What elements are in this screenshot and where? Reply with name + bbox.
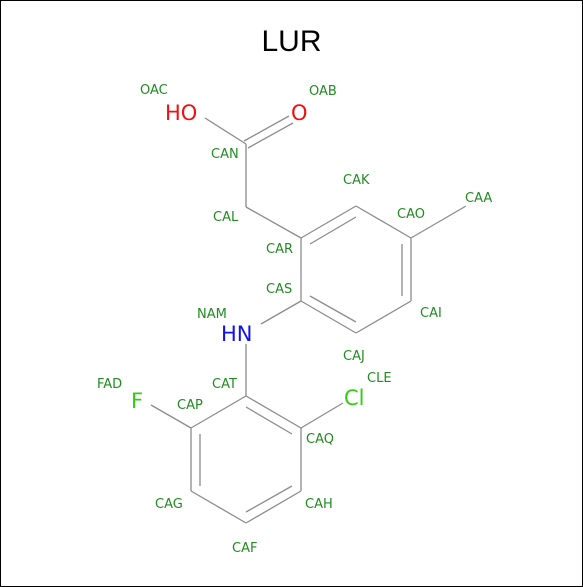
bond-inner-car-cak [309,216,357,245]
diagram-title: LUR [261,25,322,58]
atom-names: OAC OAB CAN CAL CAK CAO CAA CAR CAS CAI … [97,83,492,556]
amine-label: HN [221,322,253,346]
fluorine-label: F [131,389,143,413]
atom-name-cle: CLE [367,371,392,386]
carbonyl-oxygen-label: O [291,101,308,125]
bond-cap-cat [190,395,247,429]
bond-caj-cas [300,300,357,334]
bond-cat-caq [245,395,302,429]
atom-name-caf: CAF [232,541,257,556]
bond-cak-cao [355,205,412,239]
atom-name-fad: FAD [97,377,122,392]
bond-c-o-double-2 [247,122,294,149]
bond-cai-caj [355,300,412,334]
atom-name-nam: NAM [197,307,227,322]
atom-name-cah: CAH [305,497,333,512]
bond-c-o-double-1 [243,115,290,142]
atom-name-caj: CAJ [343,349,365,364]
atom-name-caa: CAA [465,191,492,206]
bond-cah-caf [245,490,302,524]
bond-car-cak [300,205,357,239]
atom-name-can: CAN [211,147,239,162]
bond-oh-c [204,117,247,145]
atom-name-cai: CAI [420,306,442,321]
bond-caq-cl [300,402,344,429]
atom-name-caq: CAQ [306,432,334,447]
atom-labels: HO O HN F Cl [131,101,365,413]
atom-name-oac: OAC [140,83,168,98]
bond-cao-caa [410,205,467,239]
bond-inner-cat-caq [245,406,293,435]
atom-name-oab: OAB [309,84,337,99]
bond-cas-nam [260,300,302,325]
atom-name-car: CAR [266,242,293,257]
bond-caf-cag [190,490,247,524]
atom-name-cag: CAG [155,497,183,512]
bond-cal-car [245,206,302,239]
atom-name-cal: CAL [213,210,239,225]
atom-name-cao: CAO [397,207,425,222]
bond-inner-caj-cas [309,295,357,323]
chlorine-label: Cl [344,386,365,410]
atom-name-cak: CAK [343,173,370,188]
hydroxyl-label: HO [165,101,197,125]
bond-inner-cah-caf [245,485,293,513]
atom-name-cas: CAS [266,282,292,297]
atom-name-cap: CAP [177,398,203,413]
bond-cap-f [150,404,192,429]
bonds [150,115,467,524]
atom-name-cat: CAT [212,377,237,392]
